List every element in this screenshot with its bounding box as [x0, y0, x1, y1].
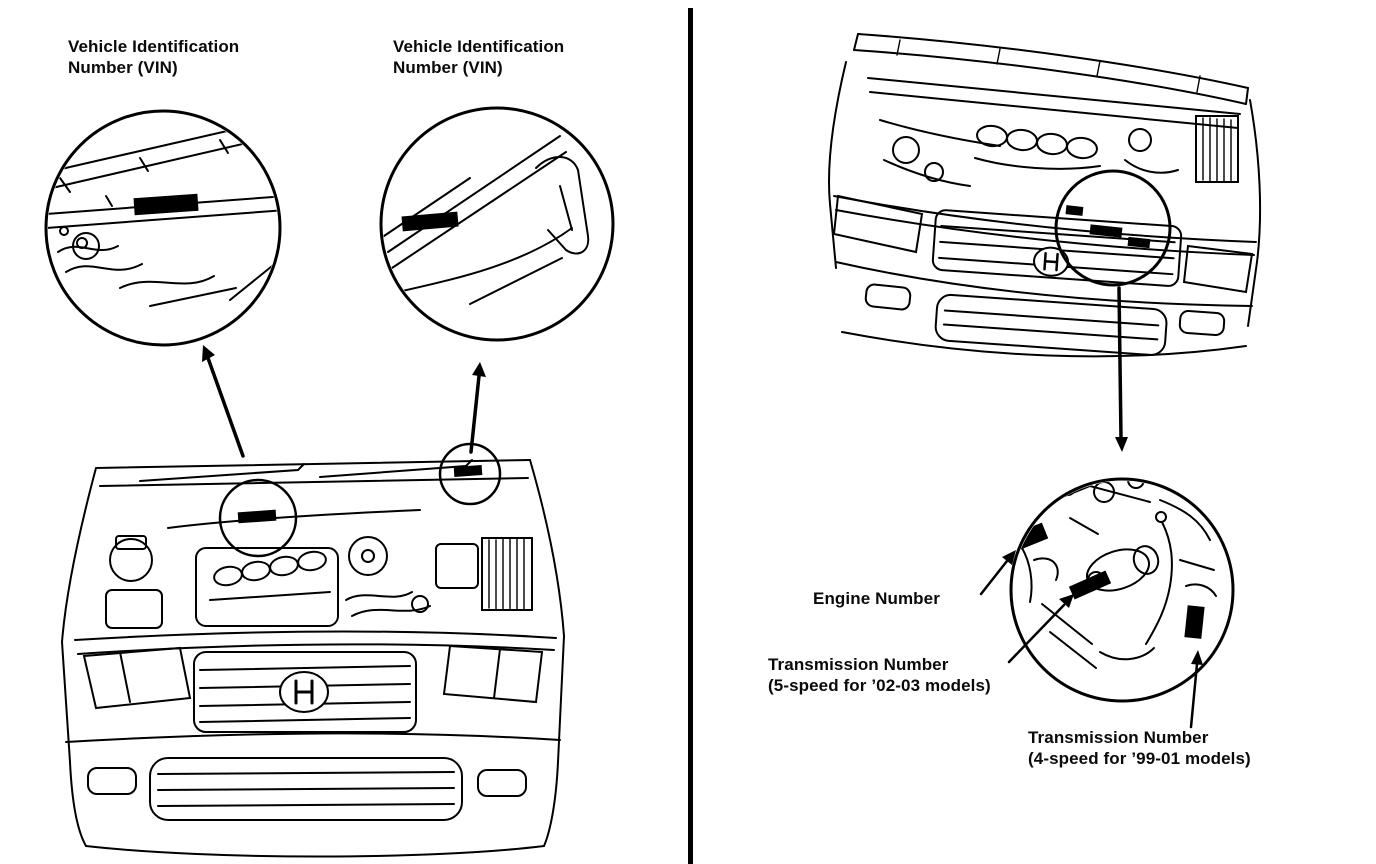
vin-plate-marker — [237, 509, 277, 524]
engine-number-label: Engine Number — [813, 588, 940, 609]
transmission-4speed-line2: (4-speed for ’99-01 models) — [1028, 749, 1251, 768]
transmission-5speed-line1: Transmission Number — [768, 655, 949, 674]
transmission-5speed-plate — [1068, 570, 1112, 600]
vin-label-2-line2: Number (VIN) — [393, 58, 503, 77]
arrow-head — [472, 362, 486, 377]
vin-label-2-line1: Vehicle Identification — [393, 37, 565, 56]
engine-number-label-text: Engine Number — [813, 589, 940, 608]
vin-label-1-line1: Vehicle Identification — [68, 37, 240, 56]
transmission-5speed-label: Transmission Number (5-speed for ’02-03 … — [768, 654, 991, 696]
transmission-4speed-line1: Transmission Number — [1028, 728, 1209, 747]
arrow-head — [1059, 594, 1074, 608]
vin-label-1: Vehicle Identification Number (VIN) — [68, 36, 239, 78]
left-car-illustration — [60, 459, 566, 858]
arrow-head — [1191, 650, 1203, 665]
left-callout-arrows — [202, 345, 486, 458]
arrow-head — [202, 345, 215, 362]
id-plate-marker — [1089, 224, 1123, 238]
transmission-5speed-line2: (5-speed for ’02-03 models) — [768, 676, 991, 695]
id-plate-marker — [1127, 236, 1151, 249]
vin-magnifier-engine-bay — [44, 109, 282, 347]
arrow-head — [1002, 550, 1016, 565]
vin-plate-marker — [453, 465, 483, 477]
transmission-4speed-label: Transmission Number (4-speed for ’99-01 … — [1028, 727, 1251, 769]
transmission-4speed-plate — [1184, 605, 1205, 639]
vin-magnifier-dashboard — [379, 106, 615, 342]
right-car-id-marker — [1054, 169, 1172, 287]
id-plate-marker — [1065, 205, 1084, 216]
left-car-vin-markers — [218, 442, 502, 558]
panel-divider — [688, 8, 693, 864]
vin-label-2: Vehicle Identification Number (VIN) — [393, 36, 564, 78]
engine-transmission-magnifier — [1009, 477, 1235, 703]
arrow-head — [1115, 437, 1128, 452]
vin-plate-dashboard — [401, 211, 459, 232]
right-callout-arrows — [979, 286, 1203, 729]
vin-label-1-line2: Number (VIN) — [68, 58, 178, 77]
vin-plate-engine-bay — [133, 193, 199, 216]
right-car-illustration — [827, 33, 1262, 358]
